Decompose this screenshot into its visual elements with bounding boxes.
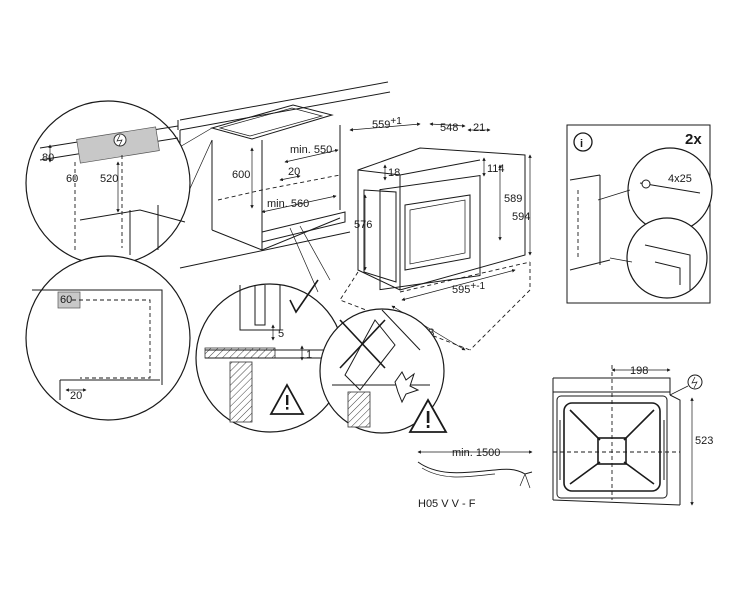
electric-symbol-icon [113,133,127,147]
dim-20-top: 20 [288,166,300,178]
oven-window [404,194,471,271]
hob-frame [552,377,671,500]
floor-line [179,231,351,269]
screw-size: 4x25 [668,173,692,185]
pan-support-arms [569,409,655,485]
detail-circle [25,255,191,421]
cabinet-detail [79,205,186,255]
lightning-icon [116,134,123,147]
cable-strands [421,467,531,489]
checkmark-icon [289,279,319,314]
dim-589: 589 [504,193,522,205]
shelf-line [205,349,330,359]
dim-595-line [401,269,516,301]
dim-1: 1 [306,349,312,361]
cable-line [417,461,533,475]
impact-icon [394,371,420,404]
dim-559-line [349,122,421,132]
oven-body [357,147,526,291]
dim-548: 548 [440,122,458,134]
bracket-detail [644,244,691,290]
worktop-edge [177,81,391,131]
dim-min550: min. 550 [290,144,332,156]
dim-198: 198 [630,365,648,377]
oven-top-edge [399,159,481,176]
plinth-vent [261,211,346,243]
leader-line [597,189,633,263]
warning-dot [426,425,430,428]
burner-center [597,437,627,465]
dim-595: 595+-1 [452,281,486,296]
cabinet-view: 600 min. 550 20 min. 560 [177,81,391,269]
screw-head-icon [641,179,651,189]
fitting-detail-correct: 5 1 [195,225,345,433]
dim-60-side: 60 [60,294,72,306]
side-hatched [347,391,371,428]
side-dashed [74,155,123,250]
dim-20-side: 20 [70,390,82,402]
side-dashed [72,299,151,379]
info-icon [573,132,593,152]
dim-21: 21 [473,122,485,134]
worktop-side [32,289,163,385]
dim-18: 18 [388,167,400,179]
detail-circle-side: 60 20 [25,255,191,421]
screw-box [566,124,711,304]
screw-count: 2x [685,131,702,148]
bracket-zoom-circle [626,217,708,299]
dim-523: 523 [695,435,713,447]
hob-side-lines [552,394,681,506]
hob-center-dashed [553,365,680,500]
pan-support-sides [559,420,665,480]
dim-548-line [429,122,466,128]
warning-dot [286,407,289,410]
dim-5: 5 [278,328,284,340]
leader-line [299,225,331,281]
hob-cutout [210,104,334,140]
side-hatched [229,361,253,423]
tilted-panel [344,319,396,391]
panel-inner [254,285,266,326]
dim-20-line [279,174,301,182]
dim-60-top: 60 [66,173,78,185]
cable-type: H05 V V - F [418,498,476,510]
dim-114: 114 [487,163,505,175]
electric-symbol-icon [687,374,703,390]
dim-min560: min. 560 [267,198,309,210]
lightning-icon [691,376,698,389]
leader-line [289,227,319,293]
cable-section: min. 1500 H05 V V - F [408,398,533,510]
screw-detail-box: i 2x 4x25 [566,124,713,304]
leader-line [669,385,689,396]
dim-594: 594 [512,211,530,223]
warning-exclamation [286,395,289,405]
hob-surface [556,395,668,499]
hob-cutout-inner [218,107,324,137]
panel-profile [239,285,281,331]
dim-min550-line [284,148,339,164]
oven-side-detail [569,174,611,271]
dim-80: 80 [42,152,54,164]
dim-520: 520 [100,173,118,185]
warning-exclamation [426,411,430,423]
info-symbol: i [580,138,583,150]
pan-support [563,402,661,492]
oven-window-inner [409,199,466,265]
hob-plan-view: 198 523 [552,365,713,506]
fitting-detail-wrong [319,308,445,434]
dim-559: 559+1 [372,116,402,131]
dim-min560-line [261,194,337,214]
side-base [59,379,160,400]
dim-600: 600 [232,169,250,181]
dim-576: 576 [354,219,372,231]
cabinet-shelf-dashed [217,174,341,201]
cable-min-length: min. 1500 [452,447,500,459]
cross-icon [339,319,386,369]
detail-circle-worktop: 80 60 520 [25,100,213,266]
tilted-door [381,309,421,351]
leader-line [177,127,213,149]
